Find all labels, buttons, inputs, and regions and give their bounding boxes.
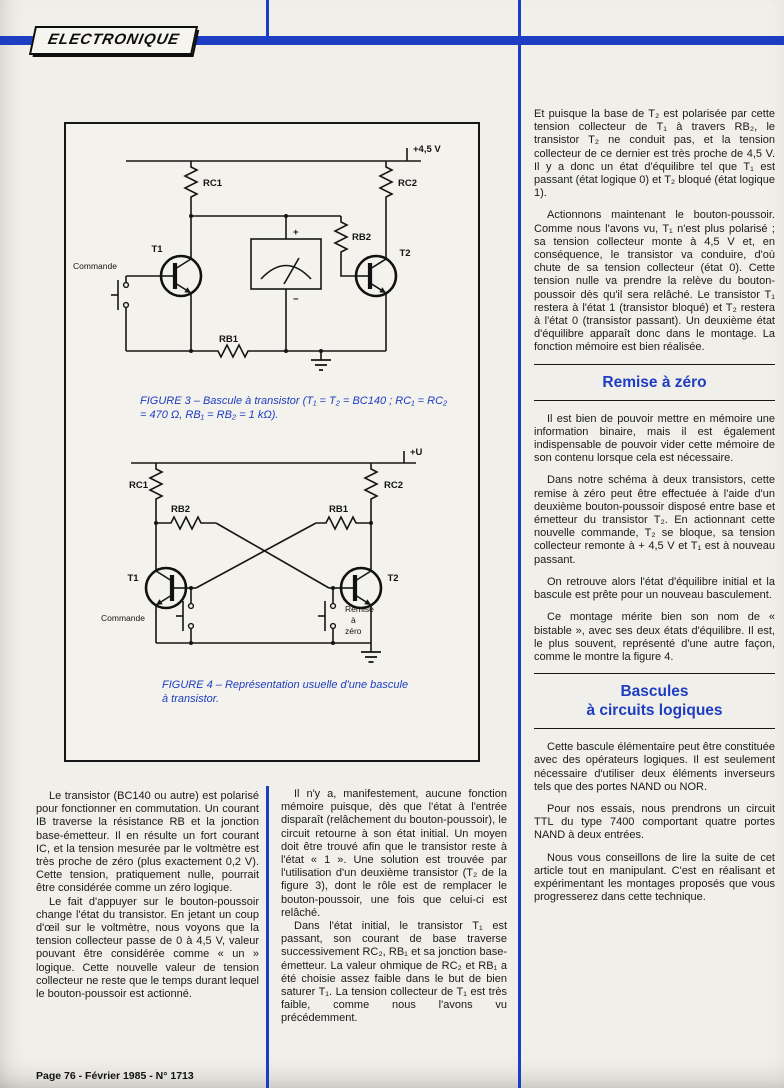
top-divider-right [518,0,521,36]
section-heading-bascules-logiques: Bascules à circuits logiques [534,673,775,730]
fig4-t2-label: T2 [387,573,398,584]
fig3-rc1-label: RC1 [203,178,223,189]
page-footer: Page 76 - Février 1985 - N° 1713 [36,1070,194,1082]
fig4-commande-label: Commande [101,613,145,623]
paragraph: Pour nos essais, nous prendrons un circu… [534,802,775,842]
fig4-t1-label: T1 [127,573,139,584]
fig4-rb2-label: RB2 [171,504,190,515]
fig3-supply-label: +4,5 V [413,144,441,155]
paragraph: Actionnons maintenant le bouton-poussoir… [534,209,775,354]
fig3-meter-minus-label: − [293,294,299,305]
fig3-rb2-label: RB2 [352,232,371,243]
fig4-raz-label-line3: zéro [345,626,362,636]
magazine-logo: ELECTRONIQUE [28,26,199,55]
fig3-commande-label: Commande [73,261,117,271]
section-heading-text: à circuits logiques [586,702,723,720]
paragraph: On retrouve alors l'état d'équilibre ini… [534,575,775,602]
fig3-rb1-label: RB1 [219,334,239,345]
column-middle: Il n'y a, manifestement, aucune fonction… [281,788,507,1026]
section-heading-text: Bascules [620,683,689,701]
right-column-divider [518,45,521,1088]
fig4-rc2-label: RC2 [384,480,403,491]
fig4-rc1-label: RC1 [129,480,149,491]
bottom-columns-divider [266,786,269,1088]
fig4-supply-label: +U [410,447,423,458]
figure4-caption: FIGURE 4 – Représentation usuelle d'une … [162,679,409,705]
section-heading-text: Remise à zéro [602,373,707,391]
paragraph: Dans notre schéma à deux transistors, ce… [534,474,775,566]
fig3-t2-label: T2 [399,248,410,259]
fig4-wires [131,451,416,652]
fig4-pushbutton-contacts [187,602,337,630]
fig4-rb1-label: RB1 [329,504,349,515]
fig3-transistor-bases [172,263,373,289]
paragraph: Nous vous conseillons de lire la suite d… [534,851,775,904]
fig4-raz-label-line1: Remise [345,604,374,614]
paragraph: Dans l'état initial, le transistor T₁ es… [281,920,507,1025]
paragraph: Le transistor (BC140 ou autre) est polar… [36,790,259,895]
section-heading-remise-a-zero: Remise à zéro [534,363,775,401]
fig4-raz-label-line2: à [351,615,356,625]
fig3-ground-icon [311,359,331,371]
fig4-ground-icon [361,651,381,663]
fig4-transistor-circles [144,566,383,610]
top-divider-left [266,0,269,36]
fig3-junction-dots [189,214,323,353]
paragraph: Et puisque la base de T₂ est polarisée p… [534,108,775,200]
column-right: Et puisque la base de T₂ est polarisée p… [534,108,775,913]
fig3-pushbutton-contacts [122,281,130,309]
fig3-emitter-arrows [184,287,386,293]
fig3-transistor-circles [159,254,398,298]
paragraph: Cette bascule élémentaire peut être cons… [534,741,775,793]
fig3-rc2-label: RC2 [398,178,417,189]
fig3-meter-plus-label: + [293,227,299,238]
figure3-schematic: +4,5 V RC1 RC2 RB2 RB1 T1 T2 Commande + … [73,144,441,371]
paragraph: Le fait d'appuyer sur le bouton-poussoir… [36,895,259,1001]
fig4-emitter-arrows [156,599,371,605]
fig4-junction-dots [154,521,373,645]
brand-name: ELECTRONIQUE [46,31,182,48]
paragraph: Il est bien de pouvoir mettre en mémoire… [534,412,775,465]
fig4-transistor-bases [169,575,358,601]
paragraph: Il n'y a, manifestement, aucune fonction… [281,788,507,919]
column-left: Le transistor (BC140 ou autre) est polar… [36,790,259,1001]
header-bar [0,36,784,45]
figure3-caption: FIGURE 3 – Bascule à transistor (T₁ = T₂… [140,395,448,421]
fig3-t1-label: T1 [151,244,163,255]
figure-box: +4,5 V RC1 RC2 RB2 RB1 T1 T2 Commande + … [64,122,480,762]
paragraph: Ce montage mérite bien son nom de « bist… [534,611,775,663]
figure4-schematic: +U RC1 RC2 RB2 RB1 T1 T2 Commande Remise… [101,447,423,663]
